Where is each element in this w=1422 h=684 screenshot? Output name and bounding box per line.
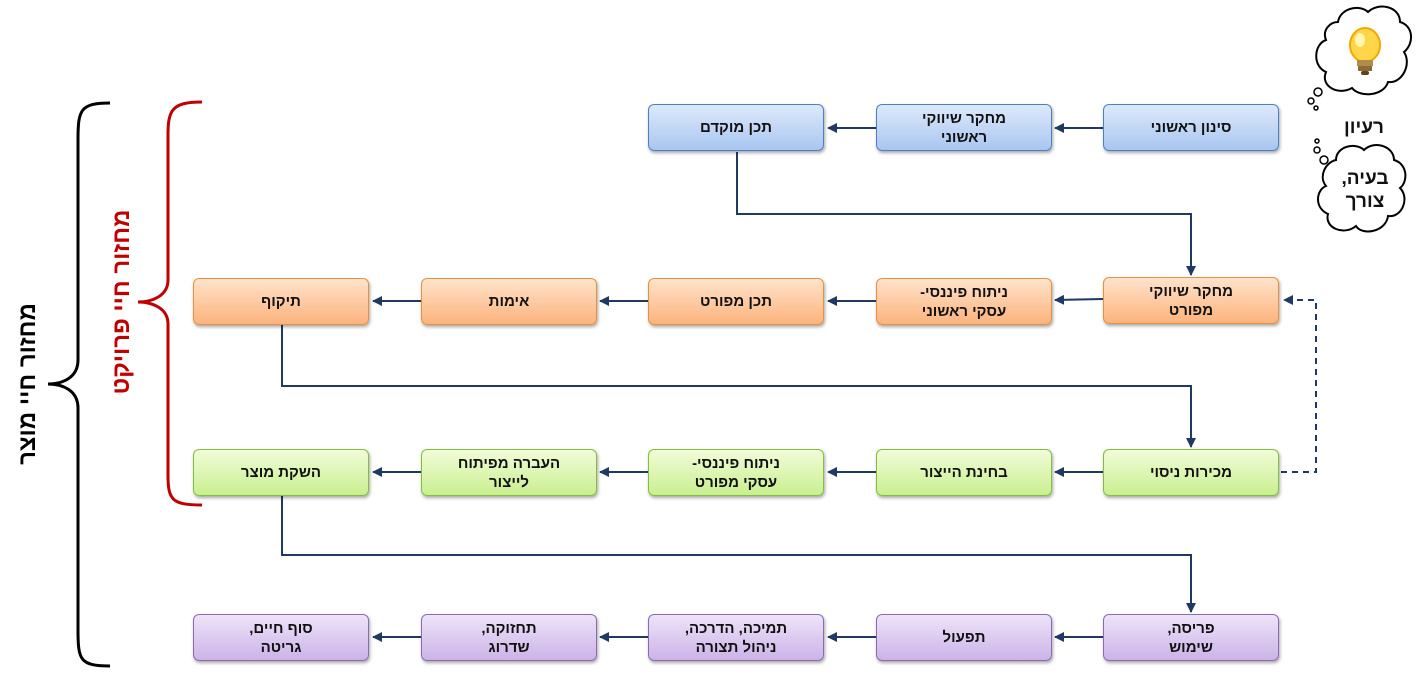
step-detailed-financial-analysis: ניתוח פיננסי- עסקי מפורט (648, 449, 824, 496)
step-detailed-marketing-research: מחקר שיווקי מפורט (1103, 277, 1279, 324)
project-lifecycle-bracket (137, 100, 203, 507)
need-thought-cloud (1313, 138, 1407, 233)
need-label: בעיה, צורך (1341, 168, 1389, 212)
step-end-of-life-disposal: סוף חיים, גריטה (193, 614, 369, 661)
step-verification: אימות (421, 278, 597, 325)
step-transfer-to-production: העברה מפיתוח לייצור (421, 449, 597, 496)
project-lifecycle-label: מחזור חיי פרויקט (108, 209, 135, 395)
step-initial-marketing-research: מחקר שיווקי ראשוני (876, 104, 1052, 151)
step-product-launch: השקת מוצר (193, 449, 369, 496)
step-maintenance-upgrade: תחזוקה, שדרוג (421, 614, 597, 661)
step-initial-financial-analysis: ניתוח פיננסי- עסקי ראשוני (876, 278, 1052, 325)
lightbulb-cloud-icon (1307, 5, 1412, 111)
row-arrows (372, 123, 1104, 642)
product-lifecycle-label: מחזור חיי מוצר (14, 303, 41, 465)
step-production-testing: בחינת הייצור (876, 449, 1052, 496)
step-validation: תיקוף (193, 278, 369, 325)
row-connectors (281, 152, 1196, 613)
step-initial-screening: סינון ראשוני (1103, 104, 1279, 151)
step-trial-sales: מכירות ניסוי (1103, 449, 1279, 496)
step-deployment-use: פריסה, שימוש (1103, 614, 1279, 661)
feedback-dashed-arrow (1281, 295, 1317, 473)
step-detailed-design: תכן מפורט (648, 278, 824, 325)
step-operation: תפעול (876, 614, 1052, 661)
product-lifecycle-bracket (47, 101, 111, 668)
idea-label: רעיון (1344, 117, 1384, 138)
step-support-training-config: תמיכה, הדרכה, ניהול תצורה (648, 614, 824, 661)
step-preliminary-design: תכן מוקדם (648, 104, 824, 151)
